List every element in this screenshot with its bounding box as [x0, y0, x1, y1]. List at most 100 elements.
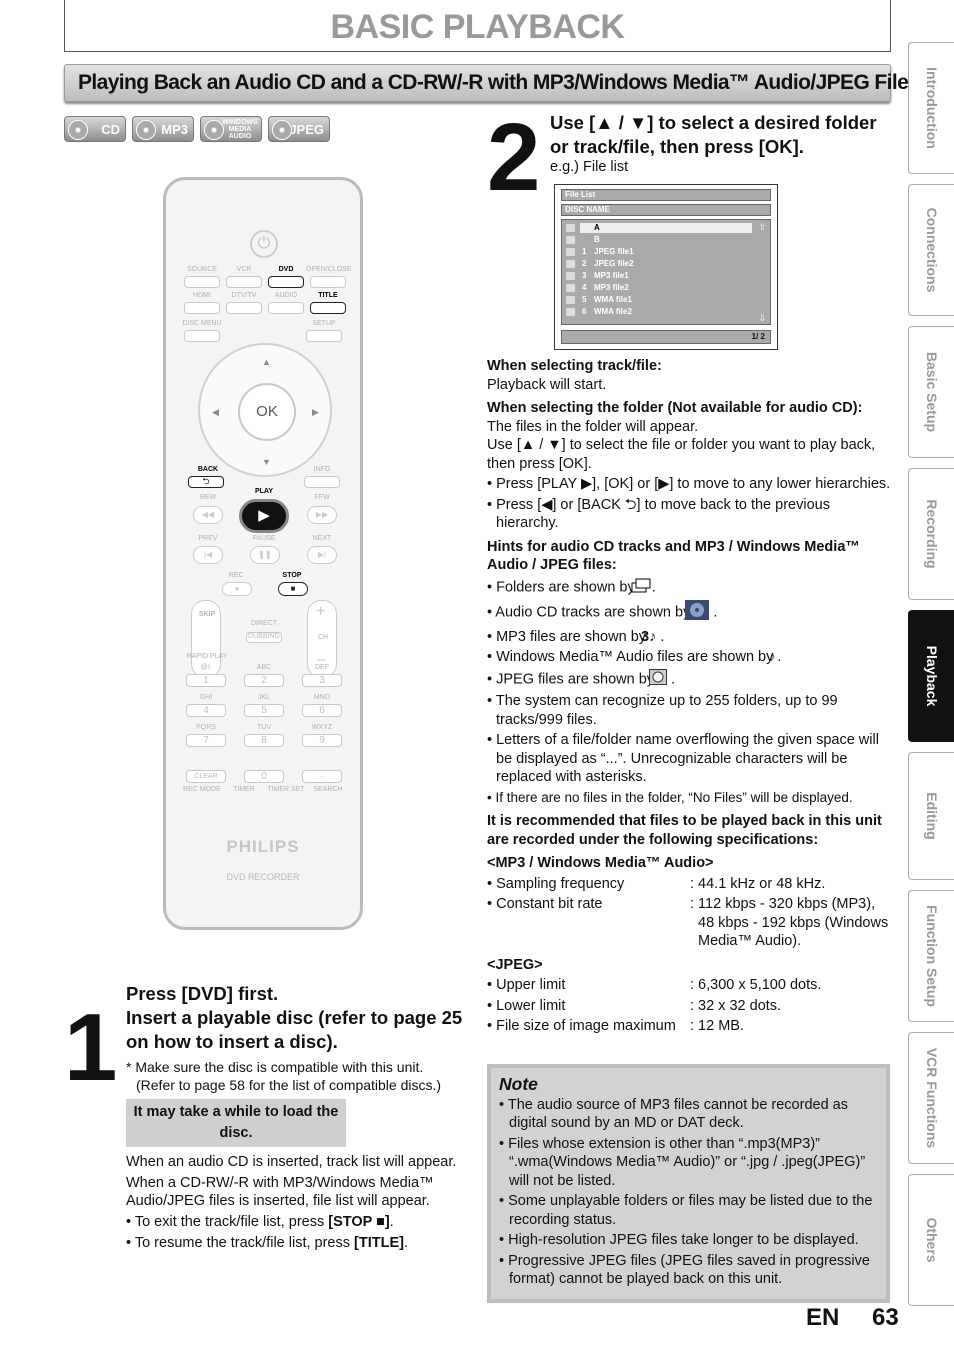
dvd-button: [268, 276, 304, 288]
tab-editing[interactable]: Editing: [908, 752, 954, 880]
note-item: • Files whose extension is other than “.…: [499, 1135, 866, 1189]
channel-rocker: + CH –: [307, 600, 337, 678]
hint-overflow: • Letters of a file/folder name overflow…: [487, 732, 879, 786]
hint-folder: • Folders are shown by .: [487, 577, 892, 599]
spec-row: • Upper limit: 6,300 x 5,100 dots.: [487, 977, 822, 994]
hint-wma: • Windows Media™ Audio files are shown b…: [487, 649, 782, 666]
disc-icon: [68, 120, 88, 140]
info-button: [304, 476, 340, 488]
file-icon: [566, 296, 575, 304]
source-button: [184, 276, 220, 288]
dtv-tv-label: DTV/TV: [231, 292, 257, 299]
file-icon: [566, 308, 575, 316]
disc-menu-label: DISC MENU: [182, 320, 222, 327]
keypad-button-8: 8: [244, 734, 284, 747]
tab-introduction[interactable]: Introduction: [908, 42, 954, 174]
play-label: PLAY: [254, 488, 274, 495]
hdmi-button: [184, 302, 220, 314]
tab-recording[interactable]: Recording: [908, 468, 954, 600]
disc-icon: [136, 120, 156, 140]
ffw-label: FFW: [314, 494, 330, 501]
folder-icon: [566, 224, 575, 232]
audio-label: AUDIO: [274, 292, 298, 299]
timer-label: TIMER: [233, 786, 255, 793]
vcr-button: [226, 276, 262, 288]
rew-button: ◀◀: [193, 506, 223, 524]
file-icon: [566, 248, 575, 256]
folder-text-2: Use [▲ / ▼] to select the file or folder…: [487, 437, 876, 472]
step-1-note-2: (Refer to page 58 for the list of compat…: [136, 1077, 442, 1093]
keypad-button-4: 4: [186, 704, 226, 717]
section-title-bar: Playing Back an Audio CD and a CD-RW/-R …: [64, 64, 920, 102]
tab-function-setup[interactable]: Function Setup: [908, 890, 954, 1022]
note-item: • Progressive JPEG files (JPEG files sav…: [499, 1252, 870, 1288]
keypad-button-5: 5: [244, 704, 284, 717]
direct-label: DIRECT: [250, 620, 278, 627]
jpeg-badge: JPEG: [268, 116, 330, 142]
note-box: Note • The audio source of MP3 files can…: [487, 1064, 890, 1303]
tab-basic-setup[interactable]: Basic Setup: [908, 326, 954, 458]
back-button: ⮌: [188, 476, 224, 488]
tab-others[interactable]: Others: [908, 1174, 954, 1306]
pause-label: PAUSE: [252, 535, 276, 542]
cd-track-icon: [685, 600, 710, 626]
stop-label: STOP: [282, 572, 302, 579]
language-label: EN: [806, 1304, 840, 1331]
disc-name-bar: DISC NAME: [561, 204, 771, 216]
keypad-button-3: 3: [302, 674, 342, 687]
zero-button: 0: [244, 770, 284, 783]
jpeg-spec-heading: <JPEG>: [487, 956, 543, 973]
remote-control-illustration: ⏻ SOURCE VCR DVD OPEN/CLOSE HDMI DTV/TV …: [163, 177, 363, 930]
ok-button: OK: [238, 383, 296, 441]
tab-vcr-functions[interactable]: VCR Functions: [908, 1032, 954, 1164]
rec-label: REC: [228, 572, 244, 579]
navigation-pad: ▲ ▼ ◀ ▶ OK: [198, 343, 332, 477]
step-1-number: 1: [64, 994, 118, 1101]
model-label: DVD RECORDER: [226, 872, 300, 882]
keypad-label: ABC: [256, 664, 272, 671]
right-arrow-icon: ▶: [312, 407, 319, 417]
cd-badge: CD: [64, 116, 126, 142]
keypad-label: DEF: [315, 664, 329, 671]
keypad-label: JKL: [257, 694, 271, 701]
folder-icon: [566, 236, 575, 244]
audio-spec-list: • Sampling frequency: 44.1 kHz or 48 kHz…: [487, 875, 892, 951]
file-list-row: A: [562, 222, 762, 234]
step-2-number: 2: [487, 104, 541, 211]
file-list-row: B: [562, 234, 762, 246]
scroll-down-icon: ⇩: [758, 313, 766, 323]
dubbing-button: DUBBING: [246, 632, 282, 643]
dvd-label: DVD: [278, 266, 294, 273]
tab-playback[interactable]: Playback: [908, 610, 954, 742]
section-title: Playing Back an Audio CD and a CD-RW/-R …: [78, 71, 920, 94]
previous-hierarchy-bullet: • Press [◀] or [BACK ⮌] to move back to …: [487, 496, 830, 532]
rec-mode-label: REC MODE: [183, 786, 221, 793]
left-arrow-icon: ◀: [212, 407, 219, 417]
title-label: TITLE: [318, 292, 338, 299]
rew-label: REW: [199, 494, 217, 501]
hint-cd: • Audio CD tracks are shown by .: [487, 600, 892, 626]
file-icon: [566, 272, 575, 280]
mp3-note-icon: 3♪: [641, 628, 657, 645]
ffw-button: ▶▶: [307, 506, 337, 524]
folder-heading: When selecting the folder (Not available…: [487, 400, 863, 416]
stop-button: ■: [278, 582, 308, 596]
spec-row: • Constant bit rate: 112 kbps - 320 kbps…: [487, 896, 889, 950]
hint-no-files: • If there are no files in the folder, “…: [487, 789, 853, 805]
audio-button: [268, 302, 304, 314]
keypad-label: GHI: [199, 694, 213, 701]
down-arrow-icon: ▼: [262, 457, 271, 467]
source-label: SOURCE: [187, 266, 217, 273]
keypad-button-1: 1: [186, 674, 226, 687]
open-close-label: OPEN/CLOSE: [306, 266, 352, 273]
up-arrow-icon: ▲: [262, 357, 271, 367]
next-button: ▶|: [307, 546, 337, 564]
page-title-box: BASIC PLAYBACK: [64, 0, 891, 52]
keypad-button-9: 9: [302, 734, 342, 747]
power-icon: ⏻: [250, 230, 278, 258]
tab-connections[interactable]: Connections: [908, 184, 954, 316]
